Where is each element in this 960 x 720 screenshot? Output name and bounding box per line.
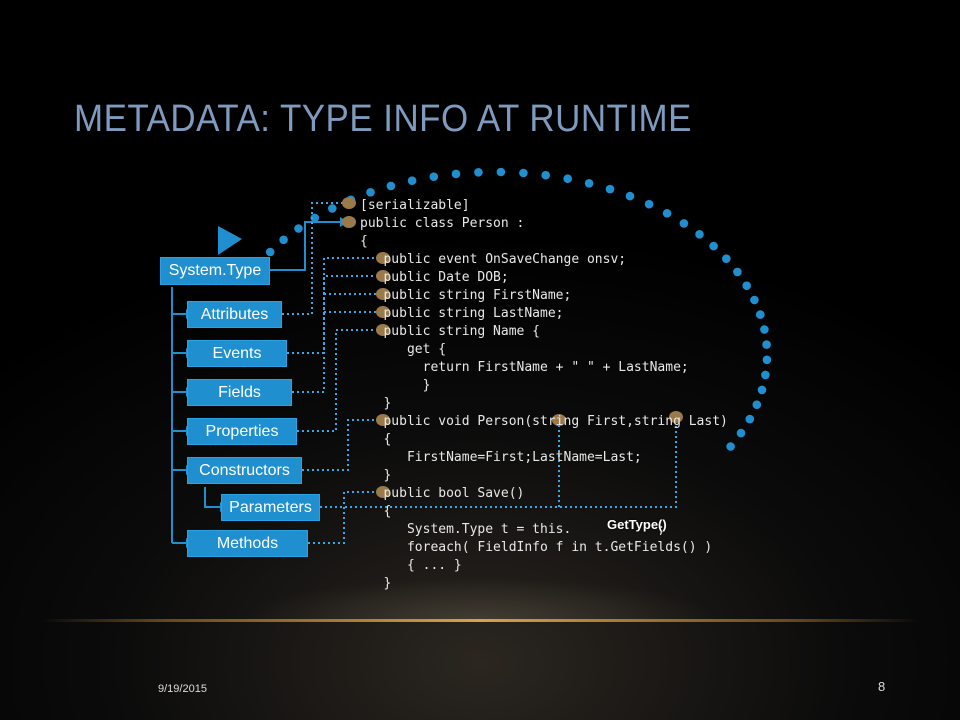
code-line: { [360,432,392,447]
arc-dot [474,168,483,177]
page-number: 8 [878,679,886,694]
arc-dot [745,414,755,424]
arc-dot [695,230,704,239]
arc-dot [605,184,615,194]
arc-dot [736,428,746,438]
arc-dot [752,400,762,410]
code-line: System.Type t = this. ; [360,522,666,537]
arc-dot [563,174,572,183]
code-line: get { [360,342,447,357]
arc-dot [584,179,594,188]
system-type-box: System.Type [160,257,270,285]
arc-dot [541,170,550,180]
dotted-arc [243,167,772,451]
arc-arrowhead [218,226,242,255]
code-line: } [360,396,392,411]
parameters-box: Parameters [221,494,320,521]
arc-dot [762,340,771,349]
slide-title: METADATA: TYPE INFO AT RUNTIME [74,98,692,140]
code-line: public Date DOB; [360,270,509,285]
arc-dot [750,295,759,305]
arc-dot [366,188,375,197]
arc-dot [310,213,320,223]
code-line: public string FirstName; [360,288,572,303]
code-line: { [360,234,368,249]
code-line: public string Name { [360,324,541,339]
arc-dot [742,281,751,291]
code-line: public class Person : [360,216,525,231]
code-line: foreach( FieldInfo f in t.GetFields() ) [360,540,713,555]
arc-dot [386,181,396,191]
code-line: public event OnSaveChange onsv; [360,252,627,267]
arc-dot [726,442,735,451]
constructors-box: Constructors [187,457,302,484]
code-line: FirstName=First;LastName=Last; [360,450,642,465]
arc-dot [328,204,337,213]
code-line: { [360,504,392,519]
arc-dot [644,199,654,209]
properties-box: Properties [187,418,297,445]
attributes-box: Attributes [187,301,282,328]
glow-haze [140,560,820,620]
arc-dot [733,267,742,277]
arc-dot [294,224,303,233]
methods-box: Methods [187,530,308,557]
fields-box: Fields [187,379,292,406]
code-line: [serializable] [360,198,470,213]
arc-dot [519,168,528,178]
arc-dot [679,219,689,228]
events-box: Events [187,340,287,367]
arc-dot [722,254,731,263]
code-line: } [360,378,431,393]
arc-dot [279,235,288,245]
code-line: } [360,576,392,591]
code-line: } [360,468,392,483]
arc-dot [761,370,770,380]
arc-dot [265,247,275,257]
arc-dot [496,167,506,177]
code-line: public string LastName; [360,306,564,321]
arc-dot [709,241,718,251]
arc-dot [662,209,672,218]
arc-dot [762,355,772,365]
arc-dot [451,169,461,179]
footer-date: 9/19/2015 [158,683,207,695]
arc-dot [429,172,439,181]
arc-dot [625,191,635,201]
arc-dot [407,176,417,185]
arc-dot [756,310,765,319]
arc-dot [757,385,767,395]
divider-glow-line [40,619,920,622]
system-type-link [270,221,343,271]
code-line: return FirstName + " " + LastName; [360,360,689,375]
code-line: { ... } [360,558,462,573]
code-line: public void Person(string First,string L… [360,414,728,429]
code-line: public bool Save() [360,486,525,501]
code-bullets [342,197,683,498]
arc-dot [760,325,769,334]
gettype-label: GetType() [607,517,667,532]
